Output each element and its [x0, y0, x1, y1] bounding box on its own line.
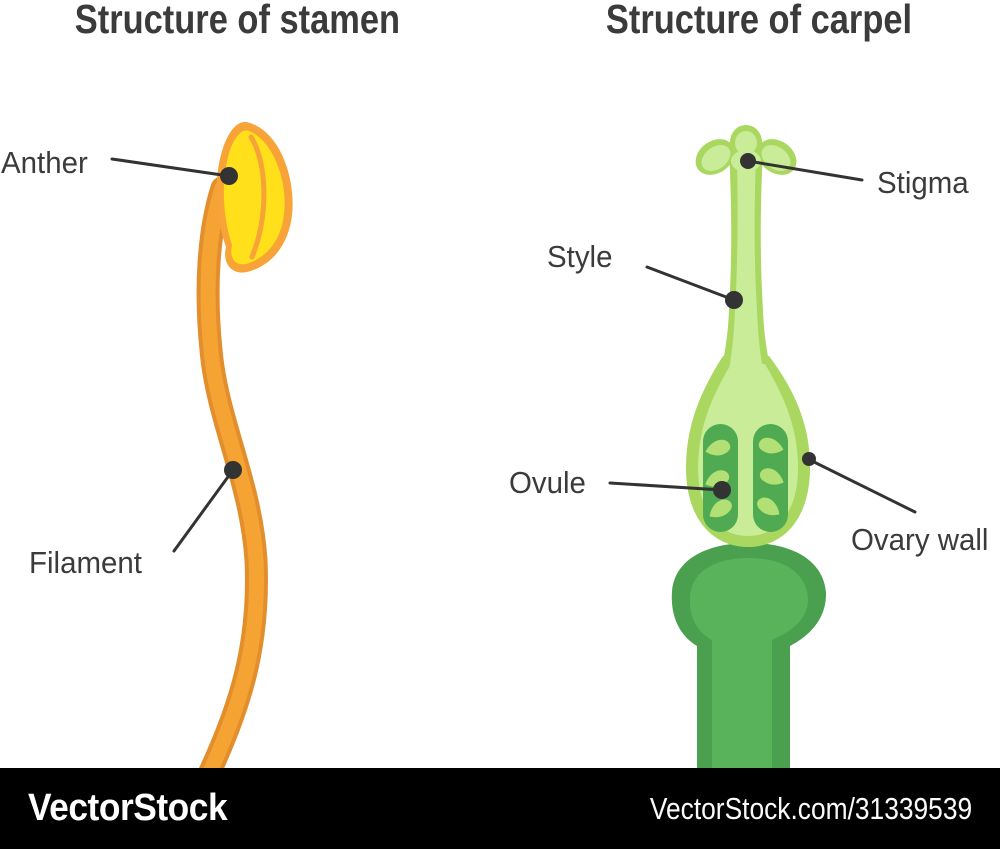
- leader-lines: [110, 157, 917, 553]
- style-pointer-line: [645, 265, 736, 302]
- ovary-wall-pointer-line: [808, 458, 917, 514]
- carpel-illustration: [671, 125, 827, 780]
- leader-dots: [220, 153, 816, 499]
- style-inner: [729, 158, 763, 370]
- stigma-lobe-left-inner: [701, 145, 731, 171]
- anther-body: [223, 130, 285, 265]
- stamen-illustration: [195, 121, 293, 790]
- stigma-pointer-dot: [740, 153, 756, 169]
- vectorstock-credit-url: VectorStock.com/31339539: [649, 790, 972, 826]
- stamen-title: Structure of stamen: [74, 0, 401, 42]
- watermark-bar: VectorStock VectorStock.com/31339539: [0, 768, 1000, 849]
- style-label: Style: [547, 239, 613, 274]
- stigma-pointer-line: [746, 159, 864, 182]
- filament-pointer-line: [172, 468, 235, 553]
- style-pointer-dot: [725, 291, 743, 309]
- anther-pointer-dot: [220, 167, 238, 185]
- ovary-wall-label: Ovary wall: [851, 522, 989, 557]
- anther-lobe-divider: [248, 134, 267, 260]
- pedicel-shape: [671, 543, 827, 780]
- anther-pointer-line: [110, 157, 231, 178]
- filament-shape: [195, 176, 268, 790]
- ovule-pointer-line: [608, 481, 724, 492]
- filament-pointer-dot: [224, 461, 242, 479]
- anther-label: Anther: [1, 145, 88, 180]
- vectorstock-logo-text: VectorStock: [28, 787, 228, 829]
- stigma-lobe-center-inner: [735, 131, 757, 155]
- stigma-label: Stigma: [877, 165, 969, 200]
- anther-shape: [216, 121, 293, 273]
- carpel-title: Structure of carpel: [605, 0, 913, 42]
- pedicel-inner: [689, 558, 809, 780]
- filament-label: Filament: [29, 545, 142, 580]
- ovary-wall-pointer-dot: [802, 452, 816, 466]
- ovule-pointer-dot: [713, 481, 731, 499]
- ovule-label: Ovule: [509, 465, 586, 500]
